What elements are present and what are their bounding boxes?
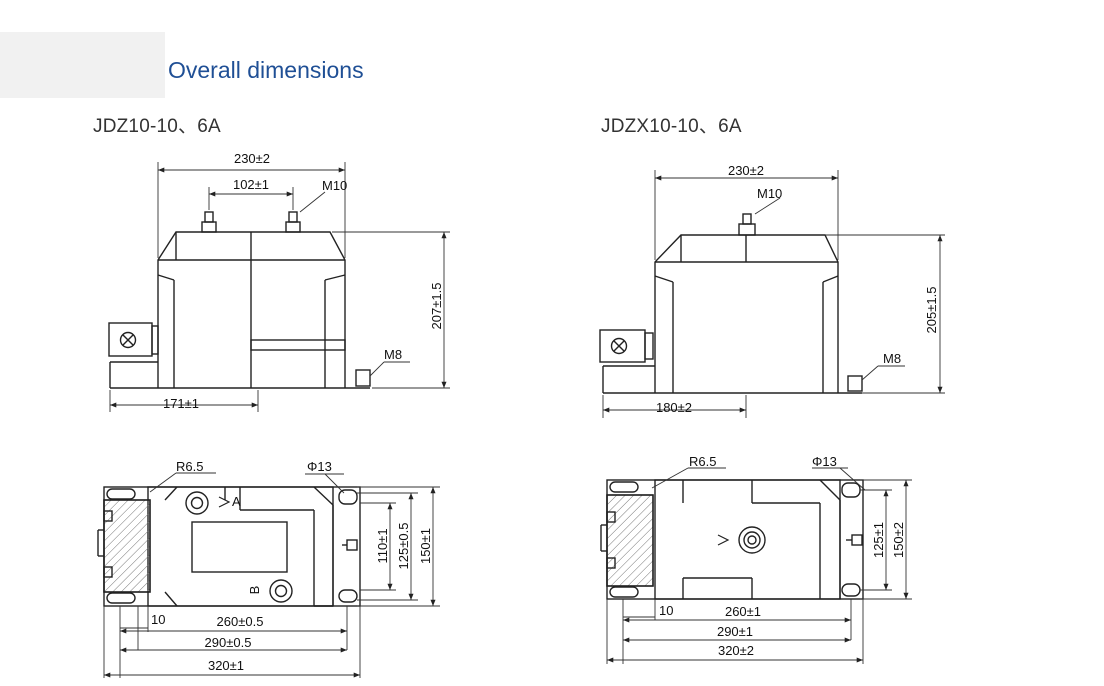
dim-base: 171±1	[163, 396, 199, 411]
dim-125: 125±1	[871, 522, 886, 558]
top-screw-label: M10	[322, 178, 347, 193]
title-background	[0, 32, 165, 98]
terminal-box	[599, 329, 646, 363]
ground-screw-label: M8	[883, 351, 901, 366]
radius-label: R6.5	[176, 459, 203, 474]
dim-290: 290±1	[717, 624, 753, 639]
dim-150: 150±2	[891, 522, 906, 558]
dim-110: 110±1	[375, 528, 390, 563]
dim-width: 230±2	[728, 163, 764, 178]
left-front-dimensions	[109, 162, 450, 412]
radius-label: R6.5	[689, 454, 716, 469]
left-plan-dimensions	[103, 472, 440, 678]
dim-150: 150±1	[418, 528, 433, 564]
left-model-label: JDZ10-10、6A	[93, 116, 221, 137]
page-title: Overall dimensions	[168, 57, 364, 83]
dim-290: 290±0.5	[205, 635, 252, 650]
dim-pitch: 102±1	[233, 177, 269, 192]
right-front-dimensions	[602, 170, 945, 418]
dim-height: 205±1.5	[924, 287, 939, 334]
dim-260: 260±0.5	[217, 614, 264, 629]
dim-width: 230±2	[234, 151, 270, 166]
ground-screw-label: M8	[384, 347, 402, 362]
terminal-box	[108, 322, 153, 357]
dim-320: 320±2	[718, 643, 754, 658]
left-front-view	[108, 211, 371, 389]
dim-height: 207±1.5	[429, 283, 444, 330]
hole-label: Φ13	[307, 459, 332, 474]
terminal-a-label: A	[232, 494, 241, 509]
hole-label: Φ13	[812, 454, 837, 469]
dim-260: 260±1	[725, 604, 761, 619]
dim-10: 10	[151, 612, 165, 627]
right-plan-view	[600, 479, 864, 600]
dim-125: 125±0.5	[396, 523, 411, 570]
dim-10: 10	[659, 603, 673, 618]
top-screw-label: M10	[757, 186, 782, 201]
arrow-a-icon	[218, 496, 231, 508]
dim-320: 320±1	[208, 658, 244, 673]
right-front-view	[599, 213, 863, 394]
body-outline	[157, 231, 346, 388]
dim-base: 180±2	[656, 400, 692, 415]
left-plan-view	[97, 486, 361, 607]
nameplate	[191, 521, 288, 573]
right-model-label: JDZX10-10、6A	[601, 116, 742, 137]
arrow-icon	[717, 534, 730, 546]
right-plan-dimensions	[606, 467, 912, 664]
terminal-b-label: B	[247, 586, 262, 595]
